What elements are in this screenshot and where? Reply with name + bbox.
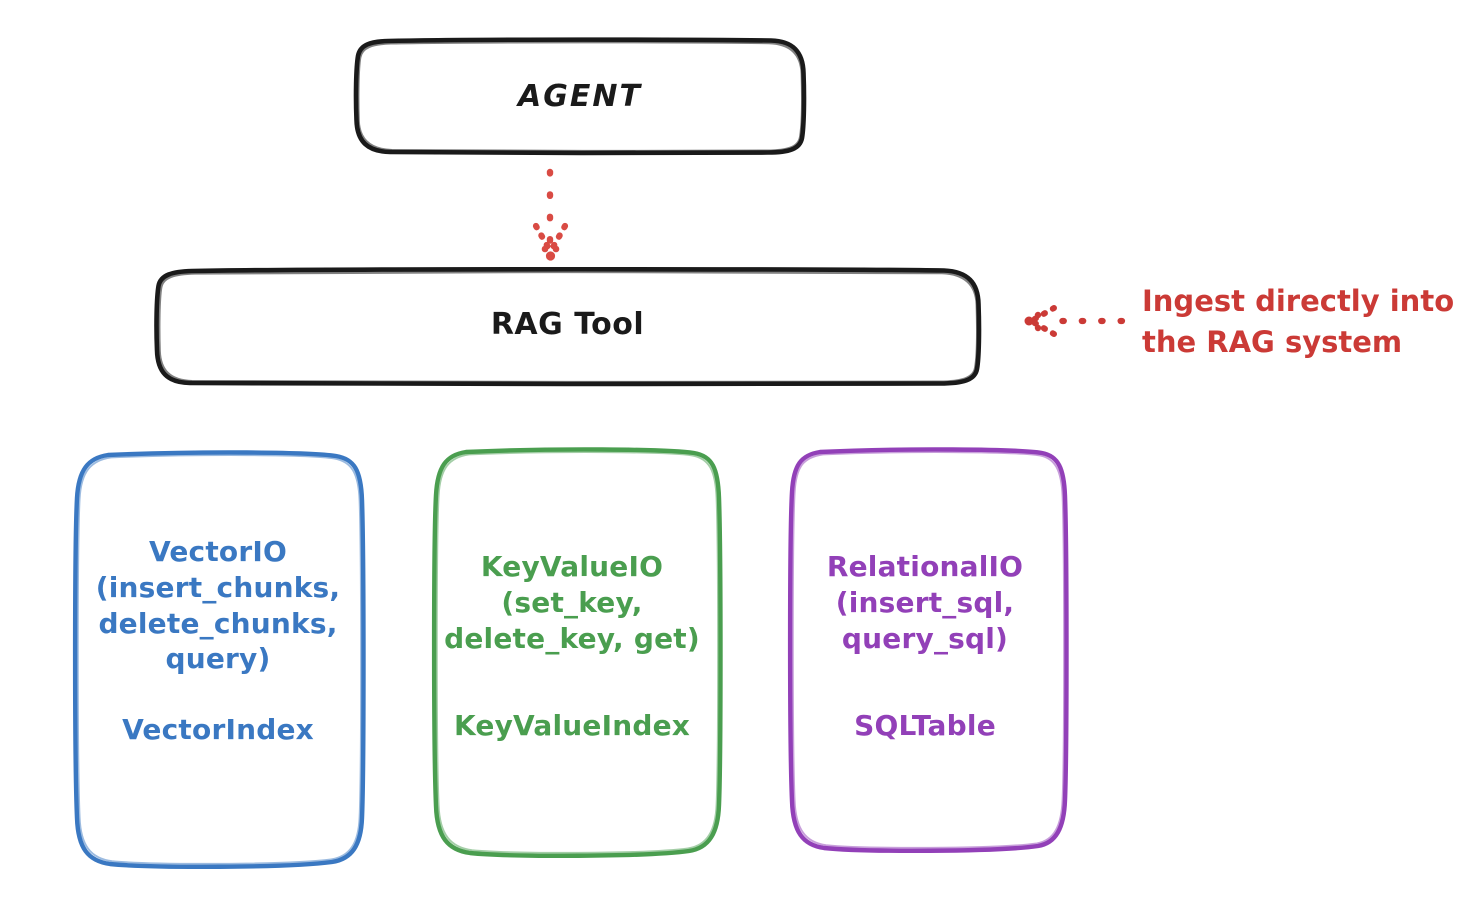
key-value-io-box[interactable] — [431, 447, 723, 858]
relational-io-box[interactable] — [787, 447, 1069, 853]
rag-tool-box[interactable] — [154, 266, 982, 387]
vector-io-box[interactable] — [72, 450, 366, 869]
agent-to-ragtool-arrow — [532, 168, 569, 261]
ingest-annotation-arrow — [1024, 305, 1126, 337]
agent-box[interactable] — [353, 37, 807, 156]
